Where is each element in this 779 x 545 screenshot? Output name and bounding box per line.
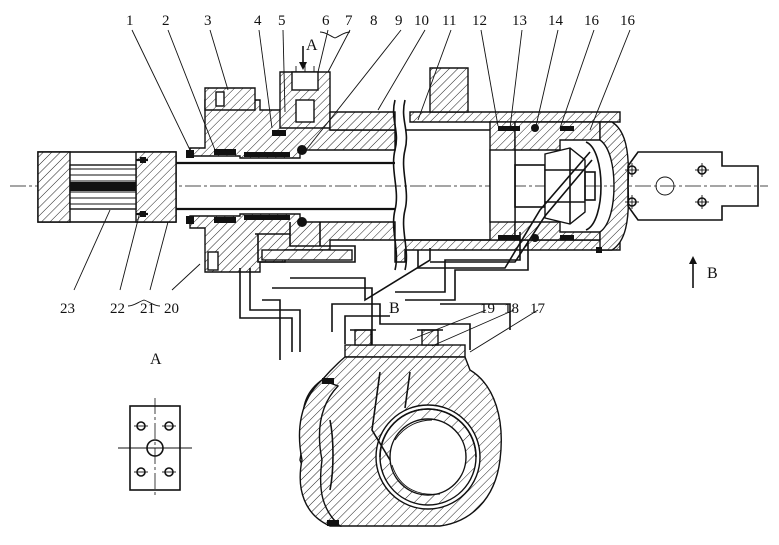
view-b-inline-label: B — [389, 300, 400, 317]
callout-13: 13 — [512, 13, 527, 29]
callout-18: 18 — [504, 301, 519, 317]
tie-rod-eye — [625, 151, 759, 221]
callout-16b: 16 — [620, 13, 636, 29]
callout-14: 14 — [548, 13, 564, 29]
callout-labels: 1 2 3 4 5 6 7 8 9 10 11 12 13 14 16 16 2… — [60, 13, 636, 317]
view-b-arrow — [689, 256, 697, 288]
callout-22: 22 — [110, 301, 125, 317]
eye-bolt-holes — [625, 163, 709, 209]
callout-21: 21 — [140, 301, 155, 317]
callout-17: 17 — [530, 301, 546, 317]
input-shaft — [176, 161, 395, 211]
callout-20: 20 — [164, 301, 179, 317]
oil-passages — [239, 151, 593, 360]
callout-10: 10 — [414, 13, 429, 29]
spline-teeth — [70, 168, 136, 205]
view-a-arrow-label: A — [306, 37, 318, 54]
left-coupling — [37, 151, 177, 223]
view-a-detail — [118, 398, 192, 498]
callout-11: 11 — [442, 13, 456, 29]
piston-assembly — [489, 121, 601, 242]
view-b-arrow-label: B — [707, 265, 718, 282]
callout-2: 2 — [162, 13, 170, 29]
sector-housing — [298, 329, 502, 527]
callout-3: 3 — [204, 13, 212, 29]
view-a-arrow — [299, 46, 307, 70]
callout-8: 8 — [370, 13, 378, 29]
callout-5: 5 — [278, 13, 286, 29]
callout-19: 19 — [480, 301, 495, 317]
callout-7: 7 — [345, 13, 353, 29]
callout-23: 23 — [60, 301, 75, 317]
callout-6: 6 — [322, 13, 330, 29]
callout-1: 1 — [126, 13, 134, 29]
callout-4: 4 — [254, 13, 262, 29]
valve-housing — [186, 64, 396, 273]
callout-12: 12 — [472, 13, 487, 29]
view-labels: A A B B — [150, 37, 718, 368]
callout-9: 9 — [395, 13, 403, 29]
leader-lines — [73, 29, 631, 353]
end-cap — [585, 121, 630, 253]
callout-16a: 16 — [584, 13, 600, 29]
view-a-title: A — [150, 351, 162, 368]
